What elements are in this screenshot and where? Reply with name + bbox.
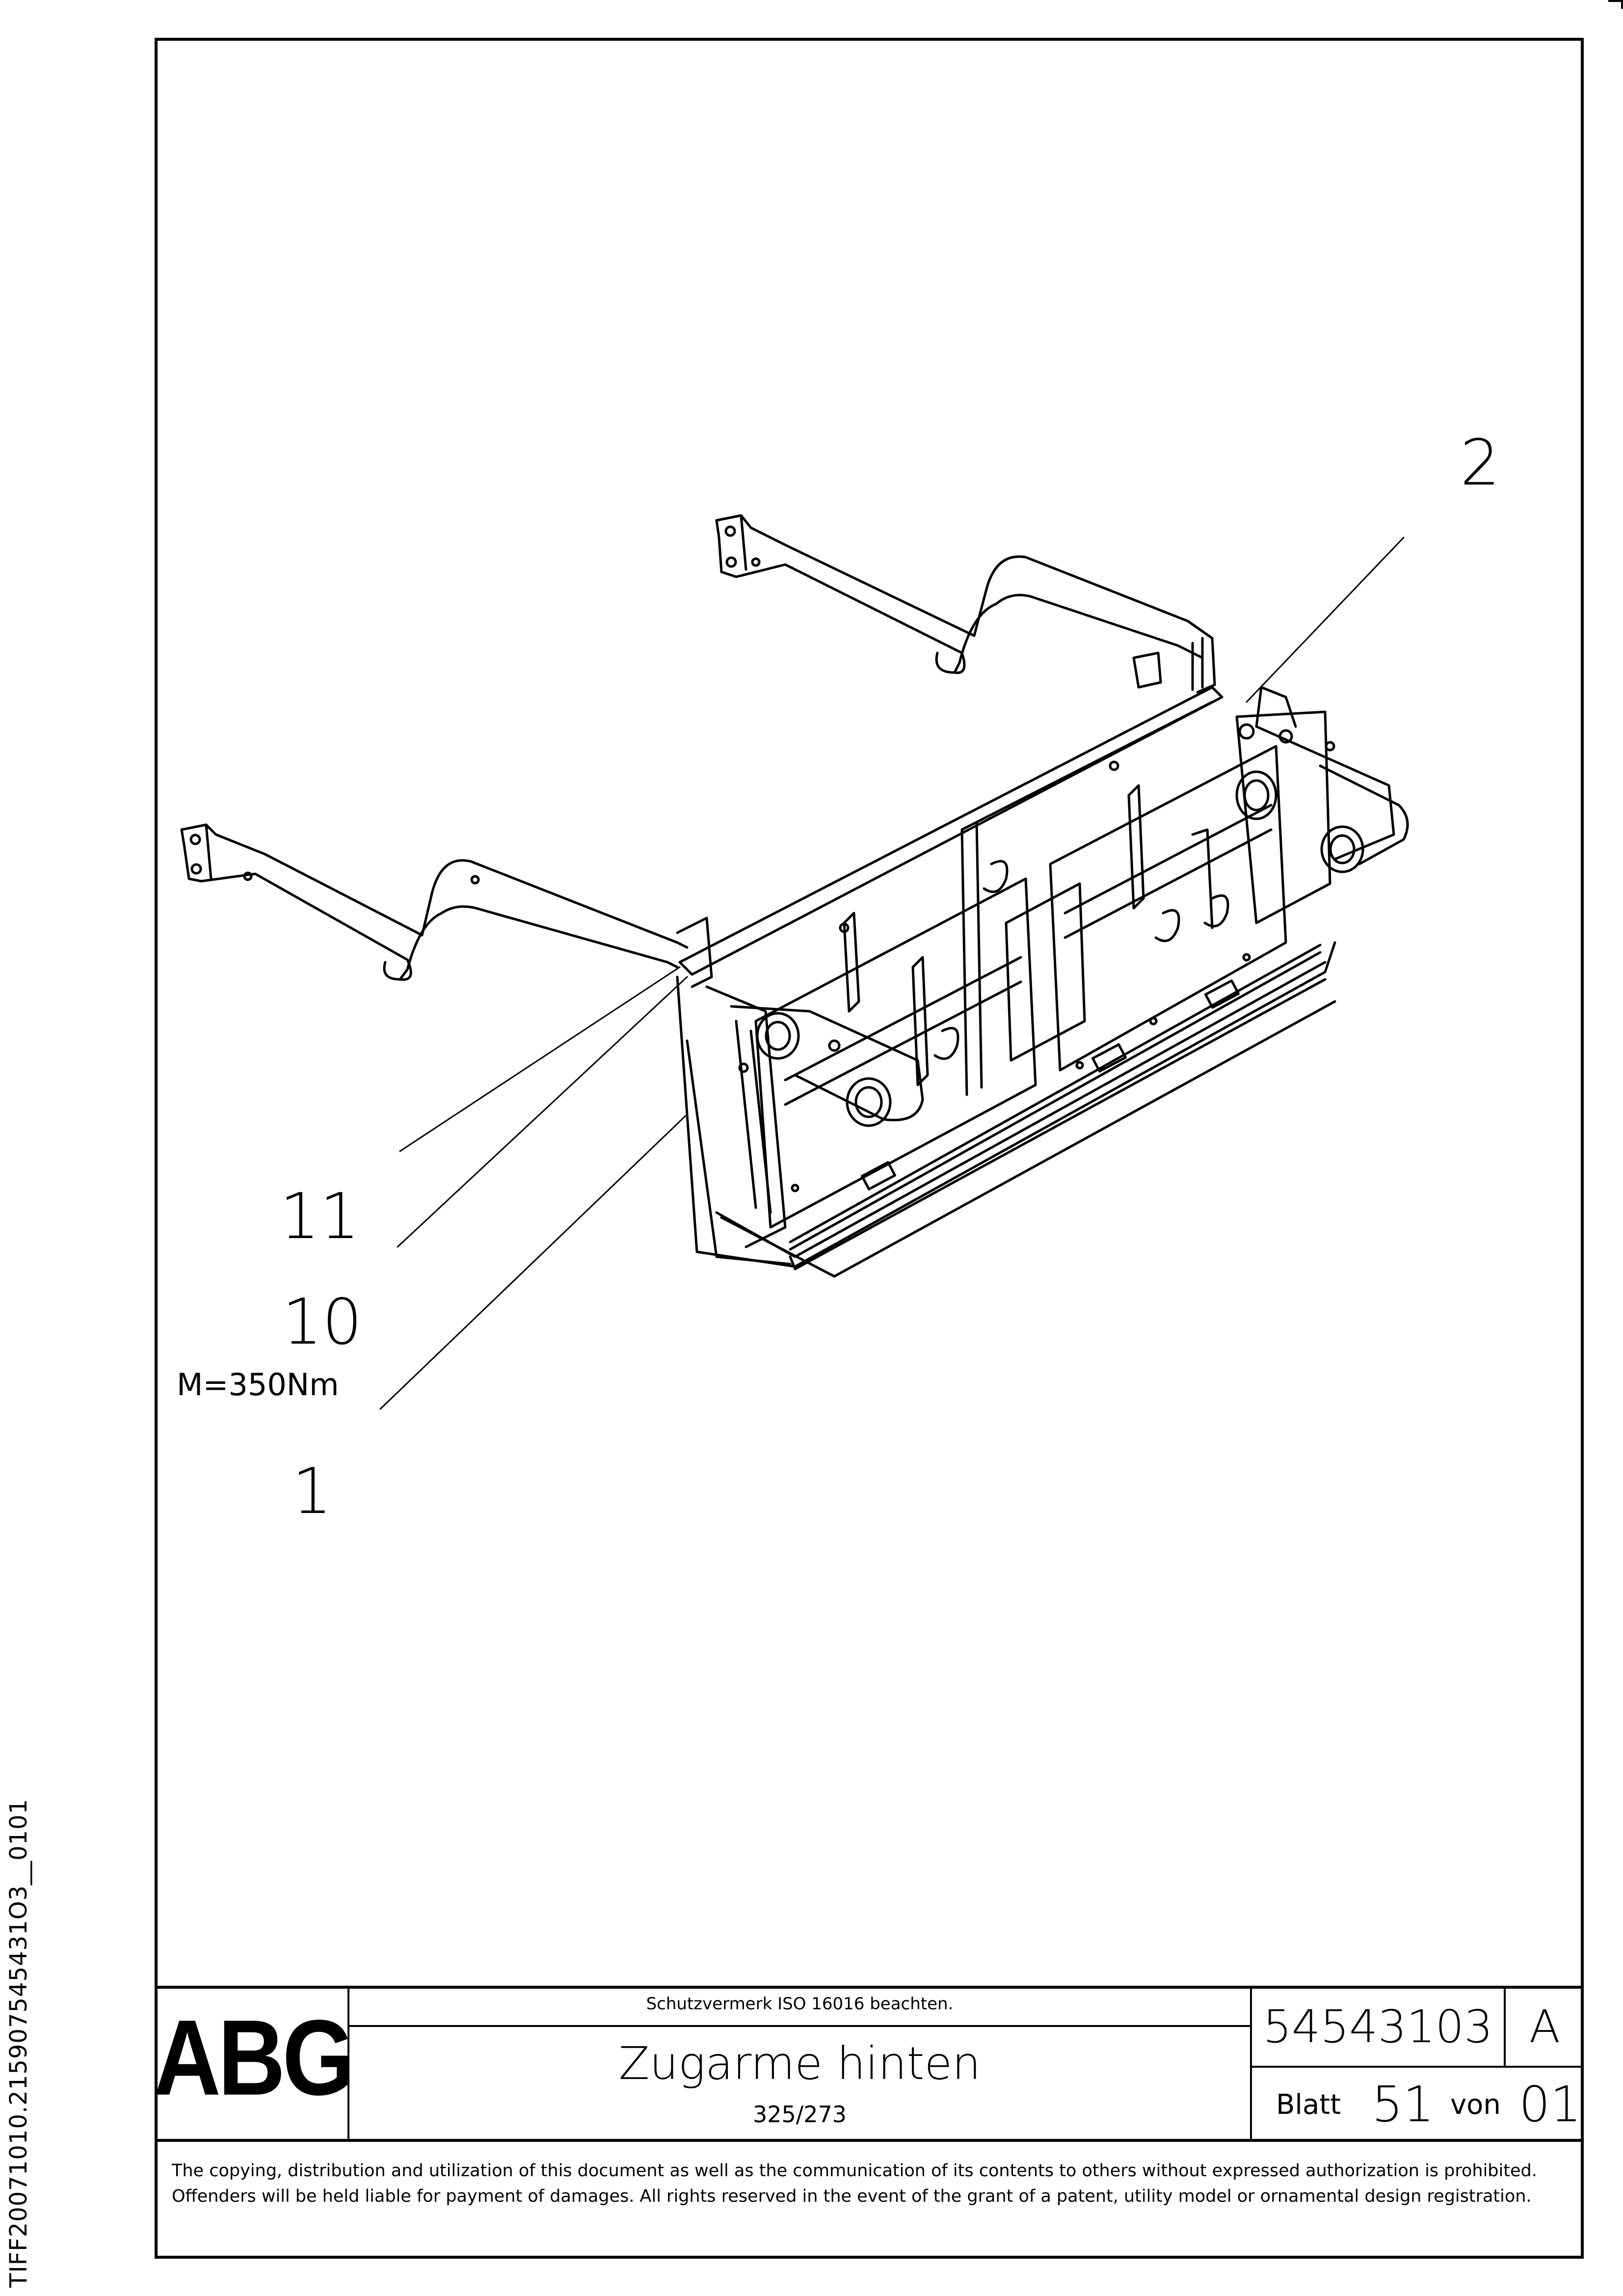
revision-letter: A (1529, 2000, 1560, 2053)
drawing-title: Zugarme hinten (618, 2037, 981, 2090)
title-block-bottom-rule (155, 2139, 1584, 2142)
sheet-corner-mark (1608, 0, 1623, 9)
title-block-top-rule (155, 1986, 1584, 1989)
logo-divider (347, 1986, 349, 2140)
number-rule (1252, 2066, 1584, 2068)
note-rule (349, 2025, 1250, 2027)
callout-10: 10 (282, 1286, 362, 1359)
main-frame (676, 686, 1409, 1278)
abg-logo: ABG (154, 1987, 355, 2129)
callout-1: 1 (292, 1455, 332, 1528)
drawing-subtitle: 325/273 (752, 2101, 847, 2128)
lower-draw-arm (180, 823, 713, 988)
upper-draw-arm (715, 514, 1216, 694)
callout-11: 11 (280, 1180, 360, 1253)
logo-text: ABG (153, 1998, 355, 2118)
document-number: 54543103 (1263, 2000, 1493, 2053)
sheet-number: 51 (1372, 2076, 1435, 2133)
sheet-label: Blatt (1276, 2089, 1341, 2121)
number-divider (1250, 1986, 1252, 2140)
total-sheets: 01 (1519, 2076, 1582, 2133)
callout-2: 2 (1460, 427, 1500, 500)
protection-note: Schutzvermerk ISO 16016 beachten. (646, 1994, 954, 2014)
drawing-frame (155, 38, 1584, 2259)
of-label: von (1450, 2089, 1501, 2121)
copyright-notice: The copying, distribution and utilizatio… (172, 2161, 1537, 2206)
torque-note: M=350Nm (177, 1367, 339, 1403)
leader-lines (379, 537, 1405, 1410)
revision-divider (1504, 1986, 1506, 2067)
